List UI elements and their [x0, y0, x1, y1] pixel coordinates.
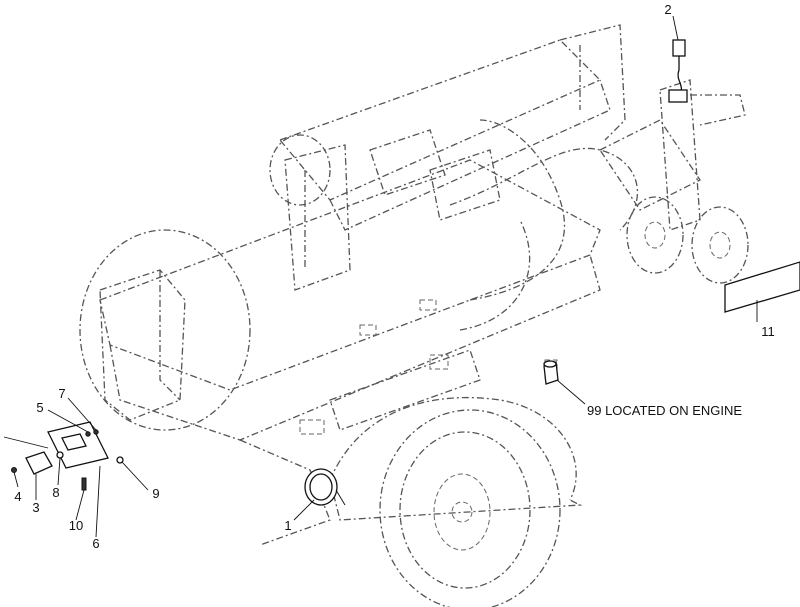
wire-harness-part: [668, 39, 688, 103]
callout-7: 7: [58, 386, 65, 401]
decal-part: [724, 261, 800, 313]
callout-3: 3: [32, 500, 39, 515]
tail-light-part: [304, 468, 346, 506]
callout-4: 4: [14, 489, 21, 504]
leader-lines: [13, 15, 758, 538]
callout-5: 5: [36, 400, 43, 415]
engine-location-note: 99 LOCATED ON ENGINE: [587, 403, 742, 418]
callout-2: 2: [664, 2, 671, 17]
callout-6: 6: [92, 536, 99, 551]
callout-1: 1: [284, 518, 291, 533]
engine-part-99: [543, 360, 559, 385]
log-splitter-ghost-outline: [79, 24, 749, 607]
light-bracket-assembly: [3, 421, 124, 491]
callout-10: 10: [69, 518, 83, 533]
callout-8: 8: [52, 485, 59, 500]
callout-9: 9: [152, 486, 159, 501]
callout-11: 11: [761, 324, 775, 339]
